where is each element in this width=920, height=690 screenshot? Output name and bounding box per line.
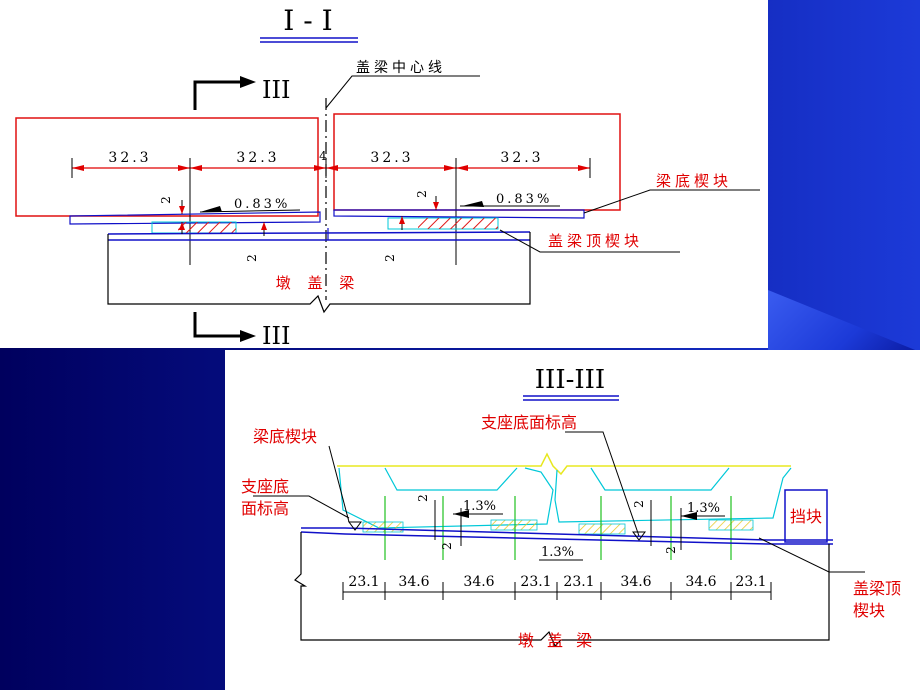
section-arrow-bottom: III	[193, 312, 290, 348]
gap-label: 2	[383, 254, 397, 262]
bottom-dimension-line	[342, 582, 772, 600]
gap-dim-arrows	[434, 500, 682, 550]
wedge-leader	[583, 189, 760, 214]
top-dimension-line	[71, 158, 591, 265]
box-girder-right-inner	[590, 467, 730, 491]
wedge-block	[362, 521, 404, 533]
slope-label: 1.3%	[687, 501, 720, 516]
cap-top-line-2	[300, 531, 833, 545]
cap-top-line	[107, 231, 531, 235]
retaining-block	[784, 489, 828, 543]
dim-label: 23.1	[563, 574, 594, 590]
gap-dim-arrows	[179, 196, 439, 236]
wedge-block	[490, 519, 538, 531]
pier-cap-outline	[294, 532, 830, 648]
box-girder-right	[554, 467, 792, 523]
dim-label: 32.3	[108, 150, 151, 166]
pier-cap-outline	[107, 232, 531, 314]
gap-label: 2	[664, 546, 678, 554]
gap-label: 2	[415, 190, 429, 198]
wedge-block-right-hatch	[418, 218, 498, 229]
slope-arrow-left	[199, 206, 301, 213]
bearing-center-lines	[384, 496, 732, 560]
deck-top-line	[337, 452, 791, 476]
right-beam-bottom	[333, 209, 585, 219]
cap-wedge-label-1: 盖梁顶	[853, 579, 901, 598]
section-I-I-drawing: I - I III III 盖梁中心线 32.3 32.3 32.3	[15, 4, 760, 348]
section-arrow-top: III	[193, 76, 290, 110]
bearing-leader-left	[253, 495, 350, 519]
bearing-label-right: 支座底面标高	[481, 413, 577, 432]
pier-label: 墩 盖 梁	[276, 274, 361, 292]
slope-label-right: 0.83%	[496, 192, 552, 207]
cap-top-line	[301, 527, 833, 541]
dim-label: 34.6	[463, 574, 494, 590]
dim-label: 34.6	[620, 574, 651, 590]
dim-label: 34.6	[398, 574, 429, 590]
svg-text:III: III	[262, 322, 290, 348]
left-beam-outline	[15, 117, 319, 217]
gap-label: 2	[245, 254, 259, 262]
section-III-III-drawing: III-III 挡块	[241, 365, 901, 650]
dim-label: 34.6	[685, 574, 716, 590]
bearing-label-left-1: 支座底	[241, 477, 289, 496]
pier-label: 墩 盖 梁	[518, 631, 596, 650]
dim-label: 23.1	[520, 574, 551, 590]
svg-text:III: III	[262, 76, 290, 104]
cap-wedge-leader	[499, 229, 680, 253]
slope-arrow	[681, 512, 725, 520]
centerline-leader	[325, 75, 480, 109]
centerline-label: 盖梁中心线	[356, 60, 446, 76]
slope-label: 1.3%	[463, 499, 496, 514]
wedge-leader	[328, 445, 350, 523]
dim-label: 23.1	[735, 574, 766, 590]
cap-wedge-leader	[758, 537, 865, 573]
section-title: I - I	[283, 4, 332, 37]
slope-label-left: 0.83%	[234, 197, 290, 212]
retaining-block-label: 挡块	[790, 507, 822, 526]
gap-label: 2	[632, 500, 646, 508]
slope-label: 1.3%	[541, 545, 574, 560]
wedge-block	[578, 523, 626, 535]
dim-label: 32.3	[370, 150, 413, 166]
bearing-label-left-2: 面标高	[241, 499, 289, 518]
wedge-label: 梁底楔块	[656, 172, 732, 190]
center-mark: 4	[319, 149, 327, 163]
section-title: III-III	[535, 365, 605, 395]
wedge-block-left-hatch	[178, 222, 236, 233]
background-decoration	[768, 290, 920, 352]
section-III-III-panel: III-III 挡块	[225, 350, 920, 690]
gap-label: 2	[159, 196, 173, 204]
slope-arrow-right	[460, 201, 560, 207]
dim-label: 32.3	[500, 150, 543, 166]
box-girder-mid	[384, 467, 518, 491]
left-beam-bottom	[69, 211, 321, 225]
section-I-I-panel: I - I III III 盖梁中心线 32.3 32.3 32.3	[0, 0, 768, 348]
bearing-mark-icon	[348, 521, 362, 531]
cap-wedge-label: 盖梁顶楔块	[548, 232, 643, 250]
box-girder-left	[338, 467, 554, 529]
wedge-label: 梁底楔块	[253, 427, 317, 446]
right-beam-outline	[333, 113, 621, 211]
dim-label: 32.3	[236, 150, 279, 166]
bearing-mark-icon	[632, 531, 646, 541]
gap-label: 2	[416, 494, 430, 502]
cap-wedge-label-2: 楔块	[853, 601, 885, 620]
gap-label: 2	[440, 542, 454, 550]
bearing-leader-right	[565, 431, 640, 537]
dim-label: 23.1	[348, 574, 379, 590]
